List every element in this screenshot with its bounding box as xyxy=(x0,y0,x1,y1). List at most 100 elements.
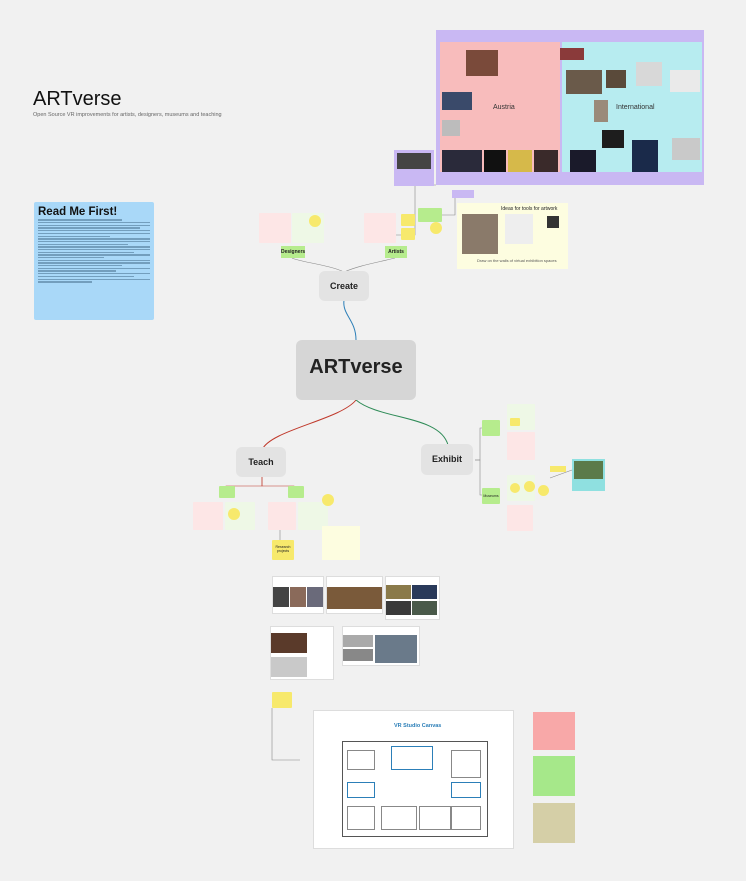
research-card[interactable] xyxy=(342,626,420,666)
readme-card[interactable]: Read Me First! xyxy=(34,202,154,320)
designers-label[interactable]: Designers xyxy=(281,246,305,258)
photo-thumbnail xyxy=(412,585,437,599)
photo-thumbnail[interactable] xyxy=(602,130,624,148)
photo-thumbnail xyxy=(574,461,603,479)
photo-thumbnail xyxy=(273,587,289,607)
sticky-note[interactable] xyxy=(401,228,415,240)
text-sticky[interactable] xyxy=(533,712,575,750)
board-subtitle: Open Source VR improvements for artists,… xyxy=(33,112,222,118)
photo-thumbnail xyxy=(271,657,307,677)
photo-thumbnail[interactable] xyxy=(636,62,662,86)
sticky-note[interactable] xyxy=(268,502,296,530)
sketch-image[interactable] xyxy=(505,214,533,244)
galleries-sticky[interactable] xyxy=(482,420,500,436)
readme-heading: Read Me First! xyxy=(38,206,118,218)
photo-thumbnail[interactable] xyxy=(534,150,558,172)
photo-thumbnail[interactable] xyxy=(560,48,584,60)
photo-thumbnail[interactable] xyxy=(594,100,608,122)
sticky-note[interactable] xyxy=(322,526,360,560)
canvas-box[interactable] xyxy=(347,750,375,770)
photo-thumbnail[interactable] xyxy=(484,150,506,172)
ideas-title: Ideas for tools for artwork xyxy=(501,206,558,212)
research-sticky[interactable]: Research projects xyxy=(272,540,294,560)
collage-board[interactable]: Austria International xyxy=(436,30,704,185)
canvas-box[interactable] xyxy=(451,750,481,778)
photo-thumbnail xyxy=(343,649,373,661)
canvas-box[interactable] xyxy=(347,806,375,830)
sticky-note[interactable] xyxy=(418,208,442,222)
photo-thumbnail xyxy=(397,153,431,169)
photo-thumbnail[interactable] xyxy=(632,140,658,172)
label-sticky[interactable] xyxy=(452,190,474,198)
photo-thumbnail[interactable] xyxy=(442,120,460,136)
sticky-dot[interactable] xyxy=(309,215,321,227)
photo-thumbnail xyxy=(327,587,382,609)
photo-thumbnail[interactable] xyxy=(466,50,498,76)
sticky-note[interactable] xyxy=(219,486,235,498)
sticky-note[interactable] xyxy=(298,502,328,530)
sketch-image[interactable] xyxy=(462,214,498,254)
sticky-dot[interactable] xyxy=(430,222,442,234)
photo-thumbnail[interactable] xyxy=(508,150,532,172)
sticky-note[interactable] xyxy=(288,486,304,498)
sticky-note[interactable] xyxy=(401,214,415,226)
sticky-note[interactable] xyxy=(259,213,291,243)
austria-label: Austria xyxy=(493,104,515,111)
ideas-caption: Draw on the walls of virtual exhibition … xyxy=(477,258,557,263)
photo-thumbnail xyxy=(343,635,373,647)
central-node[interactable]: ARTverse xyxy=(296,340,416,400)
collage-card[interactable] xyxy=(394,150,434,186)
photo-thumbnail[interactable] xyxy=(672,138,700,160)
text-sticky[interactable] xyxy=(533,803,575,843)
studio-canvas-board[interactable]: VR Studio Canvas xyxy=(313,710,514,849)
sticky-note[interactable] xyxy=(193,502,223,530)
research-card[interactable] xyxy=(385,576,440,620)
sticky-note[interactable] xyxy=(364,213,396,243)
photo-thumbnail[interactable] xyxy=(606,70,626,88)
photo-thumbnail xyxy=(290,587,306,607)
photo-thumbnail xyxy=(412,601,437,615)
museums-sticky[interactable]: Museums xyxy=(482,488,500,504)
sticky-dot[interactable] xyxy=(538,485,549,496)
sticky-note[interactable] xyxy=(272,692,292,708)
sticky-note[interactable] xyxy=(550,466,566,472)
sticky-note[interactable] xyxy=(507,404,535,430)
photo-thumbnail xyxy=(386,585,411,599)
sticky-dot[interactable] xyxy=(228,508,240,520)
text-sticky[interactable] xyxy=(533,756,575,796)
artists-label[interactable]: Artists xyxy=(385,246,407,258)
photo-thumbnail[interactable] xyxy=(442,92,472,110)
photo-thumbnail[interactable] xyxy=(442,150,482,172)
sticky-dot[interactable] xyxy=(524,481,535,492)
canvas-frame xyxy=(342,741,488,837)
sticky-dot[interactable] xyxy=(322,494,334,506)
sticky-dot[interactable] xyxy=(510,483,520,493)
sticky-note[interactable] xyxy=(510,418,520,426)
ideas-note[interactable]: Ideas for tools for artwork Draw on the … xyxy=(457,203,568,269)
tool-icon xyxy=(547,216,559,228)
museum-card[interactable] xyxy=(572,459,605,491)
canvas-box[interactable] xyxy=(347,782,375,798)
research-card[interactable] xyxy=(272,576,324,614)
central-title: ARTverse xyxy=(309,356,403,378)
canvas-title: VR Studio Canvas xyxy=(394,723,442,729)
canvas-box[interactable] xyxy=(451,782,481,798)
photo-thumbnail[interactable] xyxy=(566,70,602,94)
teach-node[interactable]: Teach xyxy=(236,447,286,477)
canvas-box[interactable] xyxy=(451,806,481,830)
photo-thumbnail[interactable] xyxy=(670,70,700,92)
sticky-note[interactable] xyxy=(507,432,535,460)
sticky-note[interactable] xyxy=(507,505,533,531)
canvas-box[interactable] xyxy=(391,746,433,770)
photo-thumbnail xyxy=(386,601,411,615)
canvas-box[interactable] xyxy=(419,806,451,830)
photo-thumbnail[interactable] xyxy=(570,150,596,172)
exhibit-node[interactable]: Exhibit xyxy=(421,444,473,475)
research-card[interactable] xyxy=(270,626,334,680)
international-label: International xyxy=(616,104,655,111)
create-node[interactable]: Create xyxy=(319,271,369,301)
canvas-box[interactable] xyxy=(381,806,417,830)
readme-body xyxy=(34,219,154,283)
research-card[interactable] xyxy=(326,576,383,614)
